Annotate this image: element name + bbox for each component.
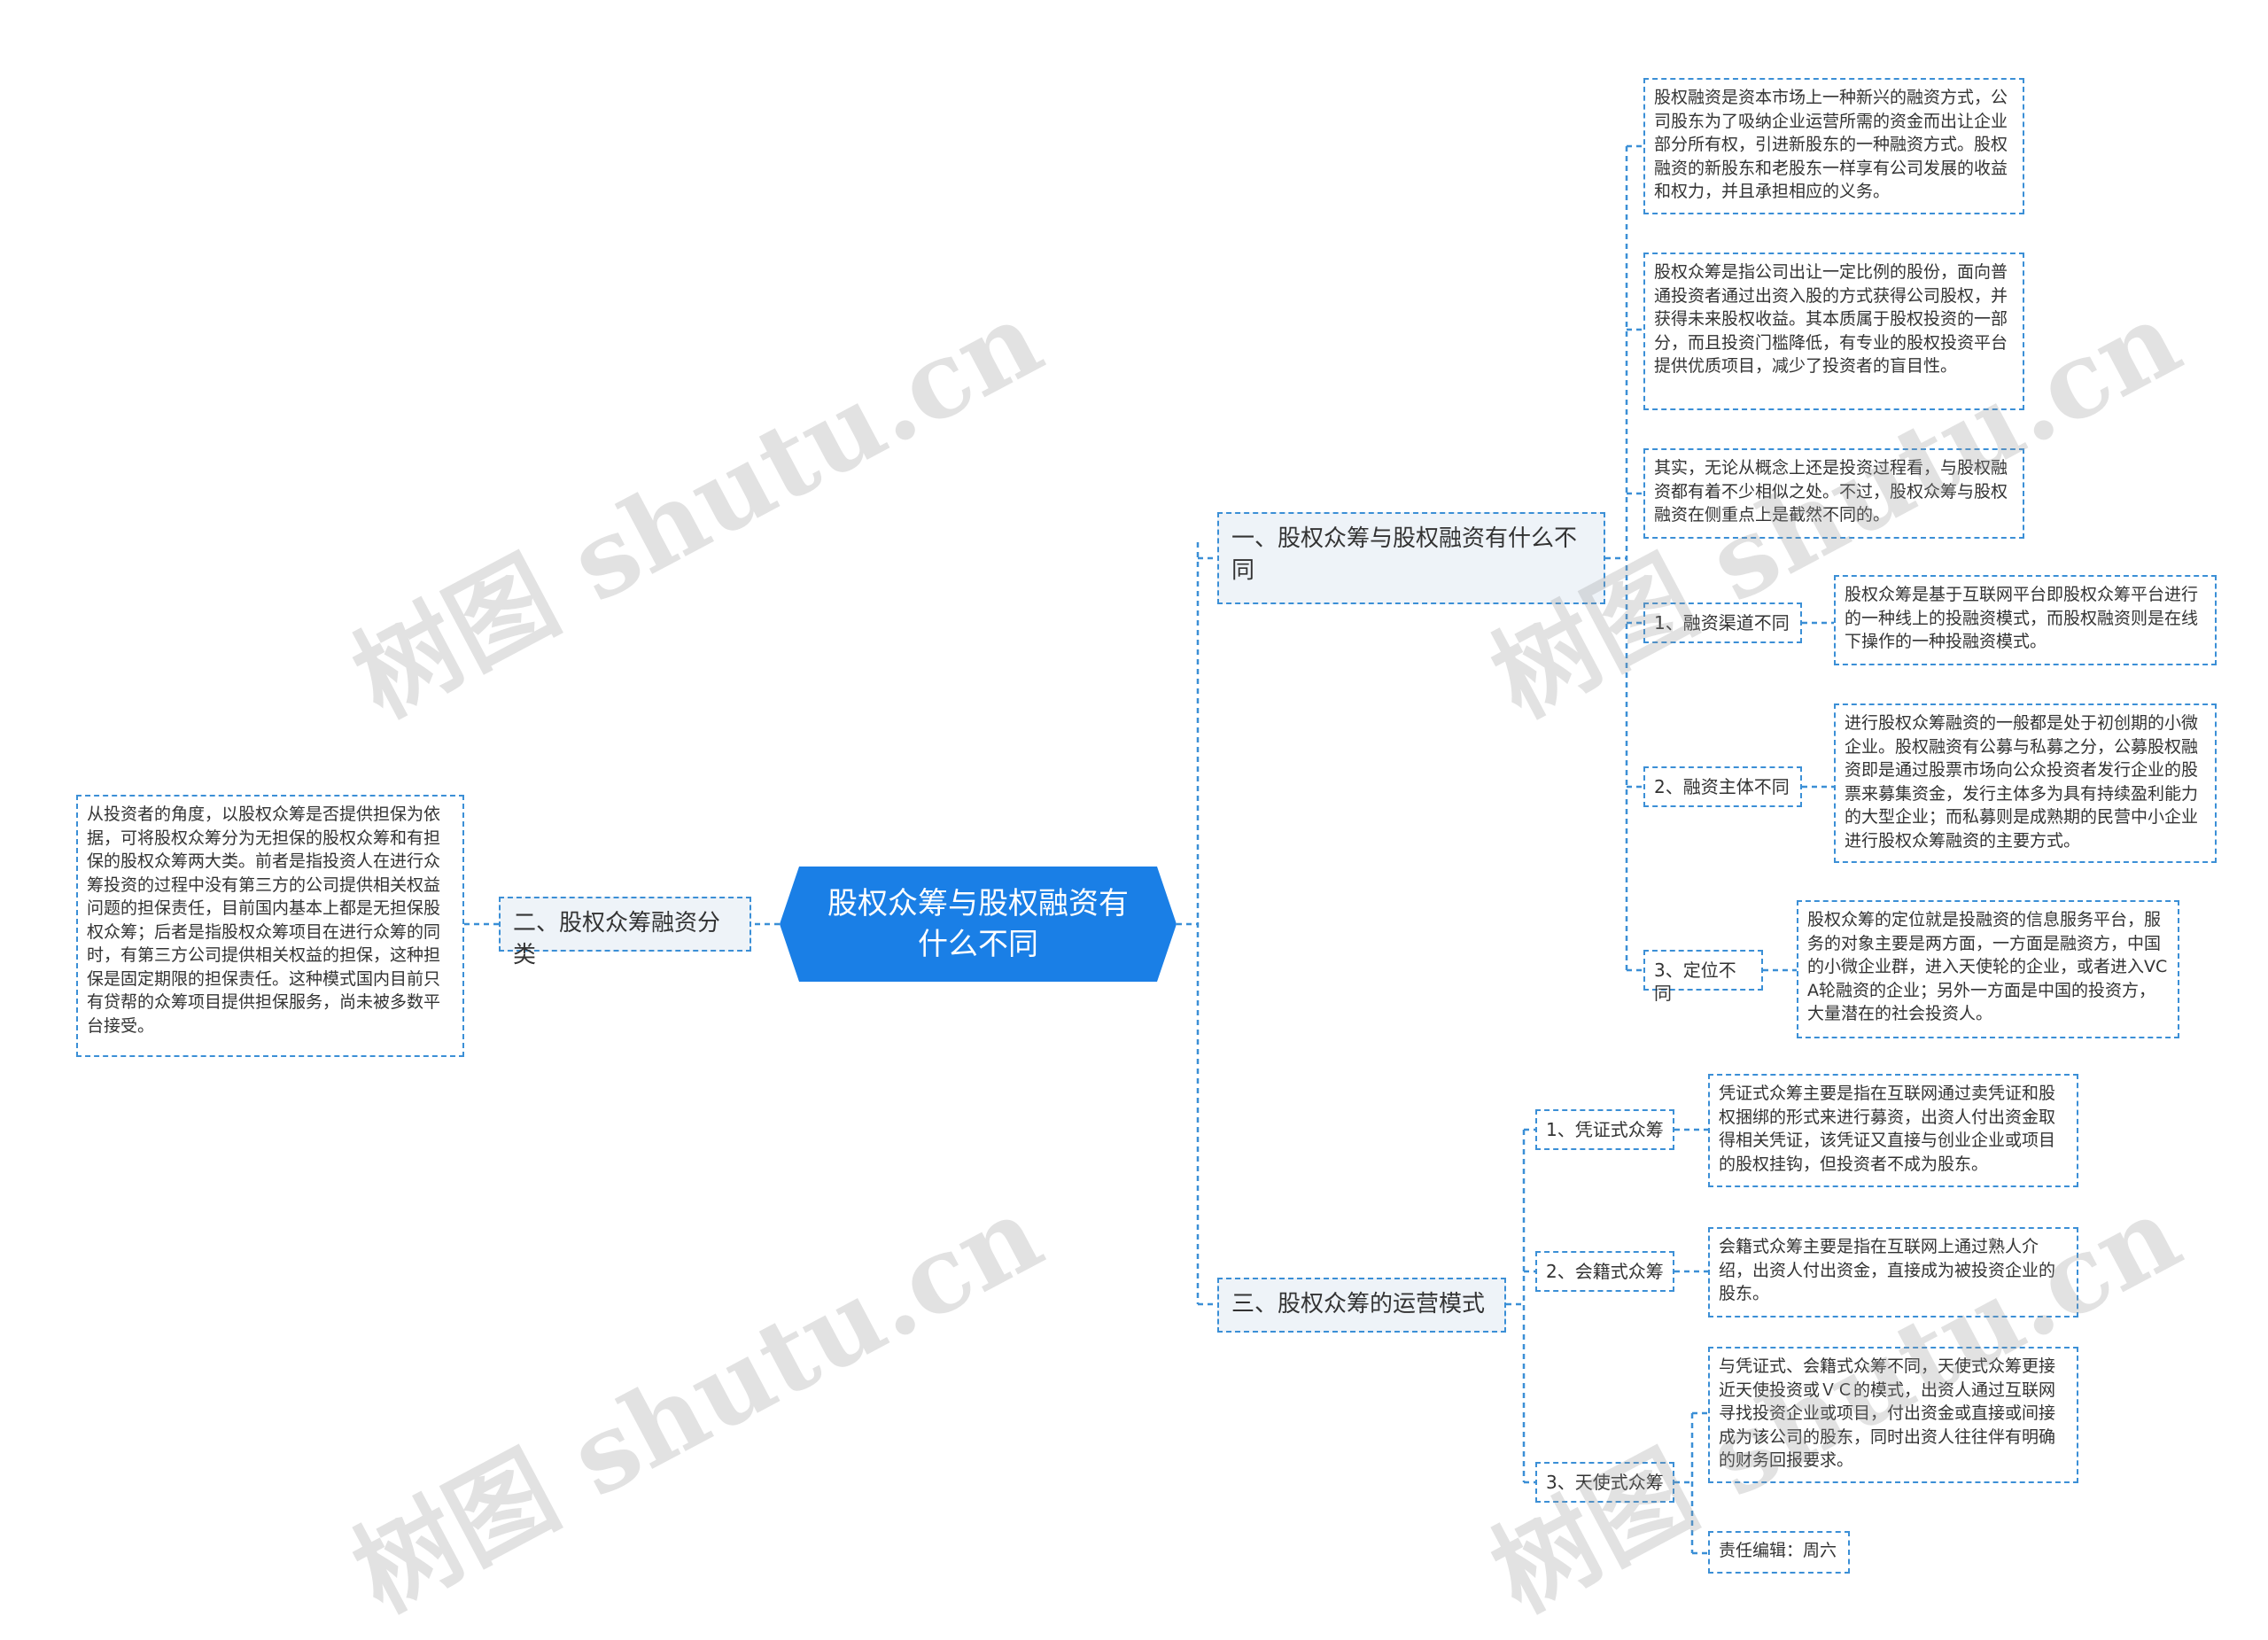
detail-subject-difference: 进行股权众筹融资的一般都是处于初创期的小微企业。股权融资有公募与私募之分，公募股…	[1834, 703, 2217, 863]
item-angel-crowdfunding[interactable]: 3、天使式众筹	[1535, 1462, 1674, 1503]
branch-financing-classification[interactable]: 二、股权众筹融资分类	[499, 897, 751, 968]
item-subject-difference[interactable]: 2、融资主体不同	[1643, 766, 1802, 807]
branch-operating-modes[interactable]: 三、股权众筹的运营模式	[1217, 1278, 1506, 1333]
detail-angel-crowdfunding: 与凭证式、会籍式众筹不同，天使式众筹更接近天使投资或ＶＣ的模式，出资人通过互联网…	[1708, 1347, 2078, 1483]
note-classification-detail: 从投资者的角度，以股权众筹是否提供担保为依据，可将股权众筹分为无担保的股权众筹和…	[76, 795, 464, 1057]
detail-membership-crowdfunding: 会籍式众筹主要是指在互联网上通过熟人介绍，出资人付出资金，直接成为被投资企业的股…	[1708, 1227, 2078, 1317]
note-equity-crowdfunding-definition: 股权众筹是指公司出让一定比例的股份，面向普通投资者通过出资入股的方式获得公司股权…	[1643, 253, 2024, 410]
root-topic[interactable]: 股权众筹与股权融资有什么不同	[780, 867, 1177, 982]
detail-voucher-crowdfunding: 凭证式众筹主要是指在互联网通过卖凭证和股权捆绑的形式来进行募资，出资人付出资金取…	[1708, 1074, 2078, 1187]
detail-positioning-difference: 股权众筹的定位就是投融资的信息服务平台，服务的对象主要是两方面，一方面是融资方，…	[1797, 900, 2179, 1038]
item-channel-difference[interactable]: 1、融资渠道不同	[1643, 602, 1802, 643]
root-title: 股权众筹与股权融资有什么不同	[827, 886, 1129, 962]
item-membership-crowdfunding[interactable]: 2、会籍式众筹	[1535, 1251, 1674, 1292]
note-equity-financing-definition: 股权融资是资本市场上一种新兴的融资方式，公司股东为了吸纳企业运营所需的资金而出让…	[1643, 78, 2024, 214]
note-similarity: 其实，无论从概念上还是投资过程看，与股权融资都有着不少相似之处。不过，股权众筹与…	[1643, 448, 2024, 539]
root-shape	[780, 867, 1177, 982]
branch-difference[interactable]: 一、股权众筹与股权融资有什么不同	[1217, 512, 1605, 604]
editor-credit: 责任编辑：周六	[1708, 1531, 1850, 1574]
item-voucher-crowdfunding[interactable]: 1、凭证式众筹	[1535, 1109, 1674, 1150]
item-positioning-difference[interactable]: 3、定位不同	[1643, 950, 1763, 1004]
detail-channel-difference: 股权众筹是基于互联网平台即股权众筹平台进行的一种线上的投融资模式，而股权融资则是…	[1834, 575, 2217, 665]
